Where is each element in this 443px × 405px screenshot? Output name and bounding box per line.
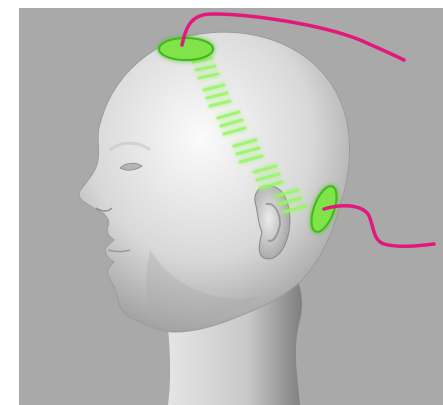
top-electrode: [159, 38, 213, 60]
